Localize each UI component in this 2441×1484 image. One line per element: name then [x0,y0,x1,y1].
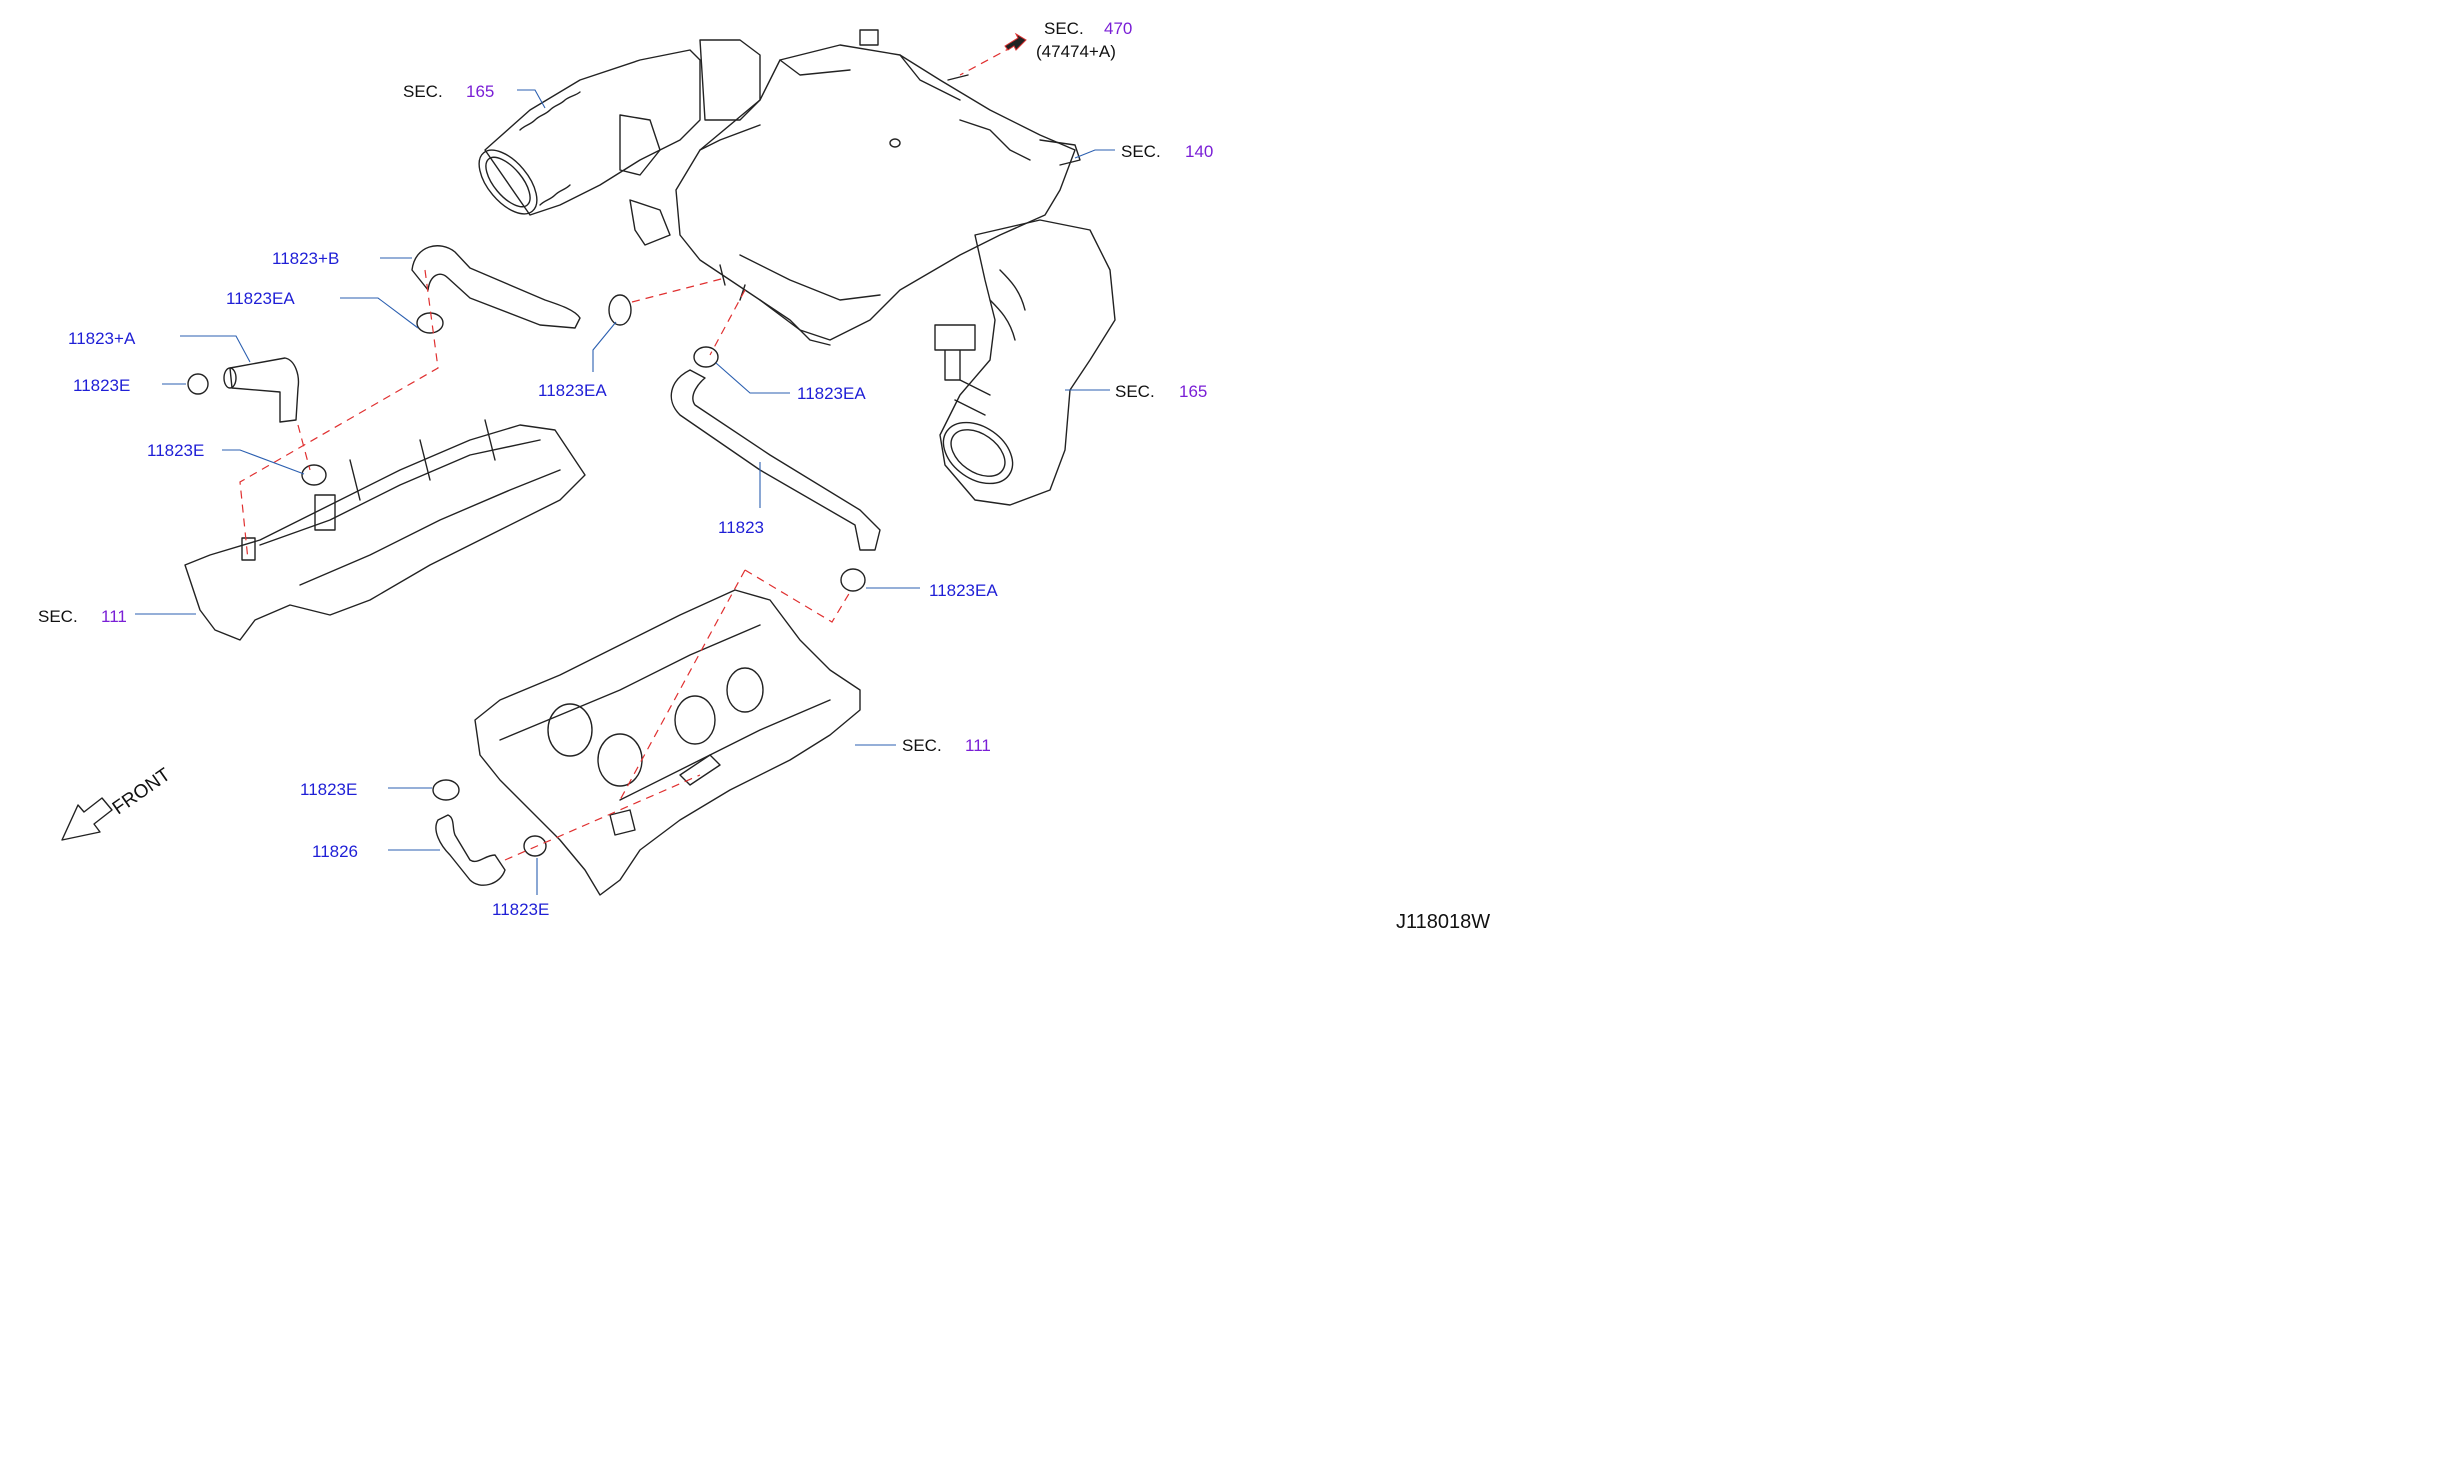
part-label-11823ea-2[interactable]: 11823EA [538,381,607,400]
hose-routing-lines [239,39,1026,861]
sec-470-label: SEC. [1044,19,1084,38]
hose-11823 [670,369,881,551]
sec-165-upper-number[interactable]: 165 [466,82,494,101]
sec-470-subref: (47474+A) [1036,42,1116,61]
sec-165-upper-label: SEC. [403,82,443,101]
sec-140-number[interactable]: 140 [1185,142,1213,161]
part-label-11823ea-3[interactable]: 11823EA [797,384,866,403]
sec-111-right-number[interactable]: 111 [965,736,991,755]
part-label-11823e-4[interactable]: 11823E [492,900,549,919]
part-label-11823e-3[interactable]: 11823E [300,780,357,799]
valve-cover-right [474,589,861,896]
diagram-id: J118018W [1396,911,1490,933]
sec-470-number[interactable]: 470 [1104,19,1132,38]
air-duct-lower [934,219,1116,506]
parts-diagram: SEC. 470 (47474+A) SEC. 165 SEC. 140 SEC… [38,19,1490,933]
part-label-11823e-2[interactable]: 11823E [147,441,204,460]
part-label-11826[interactable]: 11826 [312,842,358,861]
part-label-11823e-1[interactable]: 11823E [73,376,130,395]
hose-11826 [435,814,506,886]
sec-140-label: SEC. [1121,142,1161,161]
hose-11823-b [411,245,581,329]
part-label-11823-a[interactable]: 11823+A [68,329,136,348]
sec-111-left-label: SEC. [38,607,78,626]
sec-111-left-number[interactable]: 111 [101,607,127,626]
sec-111-right-label: SEC. [902,736,942,755]
valve-cover-left [184,419,586,641]
leader-lines [135,89,1115,895]
part-label-11823-b[interactable]: 11823+B [272,249,339,268]
air-duct-upper [478,39,761,246]
part-label-11823ea-1[interactable]: 11823EA [226,289,295,308]
clamp-icon [187,294,866,857]
sec-165-lower-number[interactable]: 165 [1179,382,1207,401]
front-label: FRONT [109,764,175,819]
sec-470-arrow-icon [1004,32,1027,51]
part-label-11823ea-4[interactable]: 11823EA [929,581,998,600]
front-arrow-icon [61,797,113,841]
intake-collector [675,29,1081,346]
hose-11823-a [229,357,300,423]
part-label-11823[interactable]: 11823 [718,518,764,537]
sec-165-lower-label: SEC. [1115,382,1155,401]
